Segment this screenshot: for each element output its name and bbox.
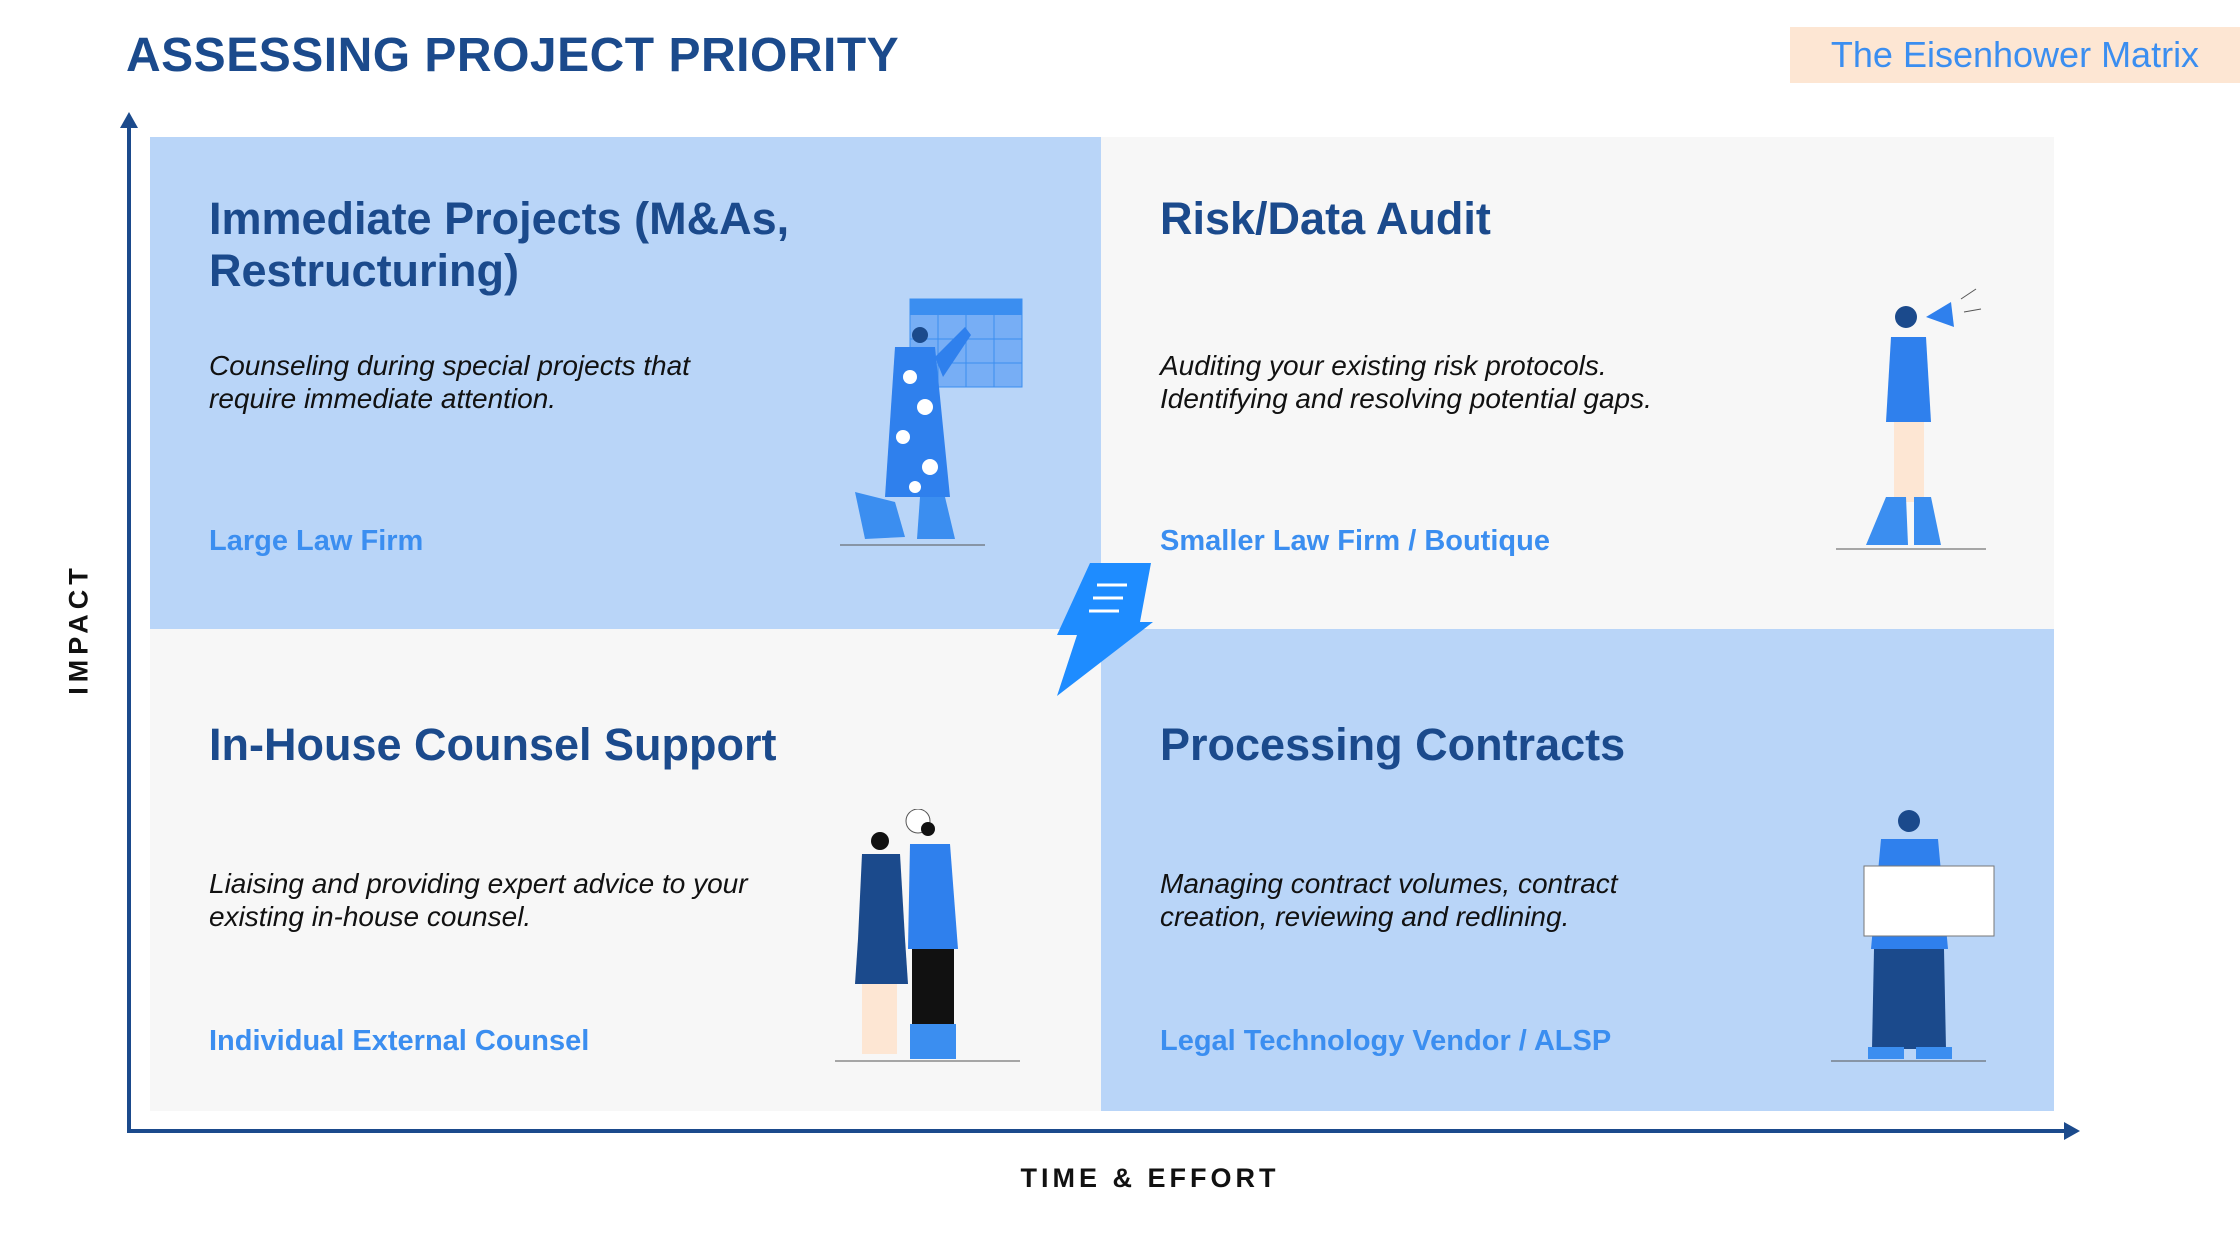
time-effort-axis <box>127 1129 2071 1133</box>
quadrant-immediate-projects: Immediate Projects (M&As, Restructuring)… <box>150 137 1101 629</box>
eisenhower-matrix-badge: The Eisenhower Matrix <box>1790 27 2240 83</box>
quadrant-description: Counseling during special projects that … <box>209 350 690 414</box>
y-axis-label: IMPACT <box>63 563 94 695</box>
arrow-up-icon <box>120 112 138 128</box>
quadrant-label: Large Law Firm <box>209 525 424 557</box>
quadrant-description: Auditing your existing risk protocols. I… <box>1160 350 1652 414</box>
quadrant-label: Legal Technology Vendor / ALSP <box>1160 1025 1612 1057</box>
quadrant-heading: Processing Contracts <box>1160 719 1626 770</box>
lightning-bolt-icon <box>1057 563 1153 696</box>
impact-axis <box>127 122 131 1133</box>
woman-megaphone-illustration <box>1836 288 1986 550</box>
quadrant-heading: Immediate Projects (M&As, Restructuring) <box>209 193 790 296</box>
quadrant-label: Individual External Counsel <box>209 1025 590 1057</box>
x-axis-label: TIME & EFFORT <box>1020 1163 1280 1193</box>
quadrant-heading: Risk/Data Audit <box>1160 193 1491 244</box>
quadrant-processing-contracts: Processing Contracts Managing contract v… <box>1101 629 2054 1111</box>
quadrant-in-house-counsel: In-House Counsel Support Liaising and pr… <box>150 629 1101 1111</box>
woman-calendar-illustration <box>840 298 1023 546</box>
quadrant-risk-data-audit: Risk/Data Audit Auditing your existing r… <box>1101 137 2054 629</box>
page-title: ASSESSING PROJECT PRIORITY <box>126 29 900 82</box>
quadrant-description: Liaising and providing expert advice to … <box>209 868 748 932</box>
person-holding-sign-illustration <box>1831 810 1995 1062</box>
arrow-right-icon <box>2064 1122 2080 1140</box>
quadrant-heading: In-House Counsel Support <box>209 719 777 770</box>
two-people-talking-illustration <box>835 809 1020 1062</box>
quadrant-label: Smaller Law Firm / Boutique <box>1160 525 1550 557</box>
quadrant-description: Managing contract volumes, contract crea… <box>1160 868 1618 932</box>
